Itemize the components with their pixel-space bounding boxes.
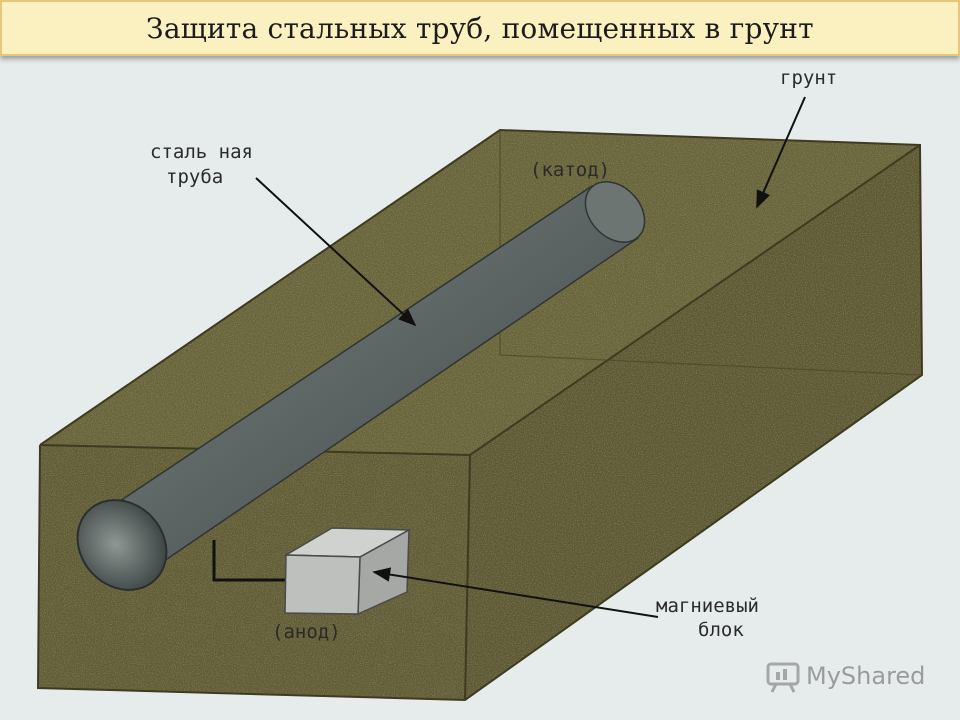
watermark-logo: MyShared	[766, 662, 925, 693]
label-pipe-line1: сталь ная	[150, 141, 253, 163]
soil-block	[36, 128, 924, 702]
title-bar: Защита стальных труб, помещенных в грунт	[0, 0, 960, 56]
arrow-soil	[756, 96, 806, 209]
label-anode: (анод)	[272, 621, 341, 643]
page-title: Защита стальных труб, помещенных в грунт	[146, 11, 814, 45]
steel-pipe	[76, 181, 646, 591]
watermark-text: MyShared	[806, 662, 925, 690]
label-pipe-line2: труба	[166, 166, 223, 188]
arrow-pipe	[255, 177, 417, 327]
magnesium-block	[283, 527, 412, 616]
label-cathode: (катод)	[530, 159, 610, 181]
presentation-icon	[766, 662, 800, 693]
label-block-line2: блок	[698, 619, 744, 641]
label-block-line1: магниевый	[656, 595, 759, 617]
label-soil: грунт	[780, 67, 837, 89]
pipe-end-cross-section	[76, 499, 168, 591]
arrow-block	[372, 567, 659, 618]
connecting-wire	[212, 540, 290, 582]
